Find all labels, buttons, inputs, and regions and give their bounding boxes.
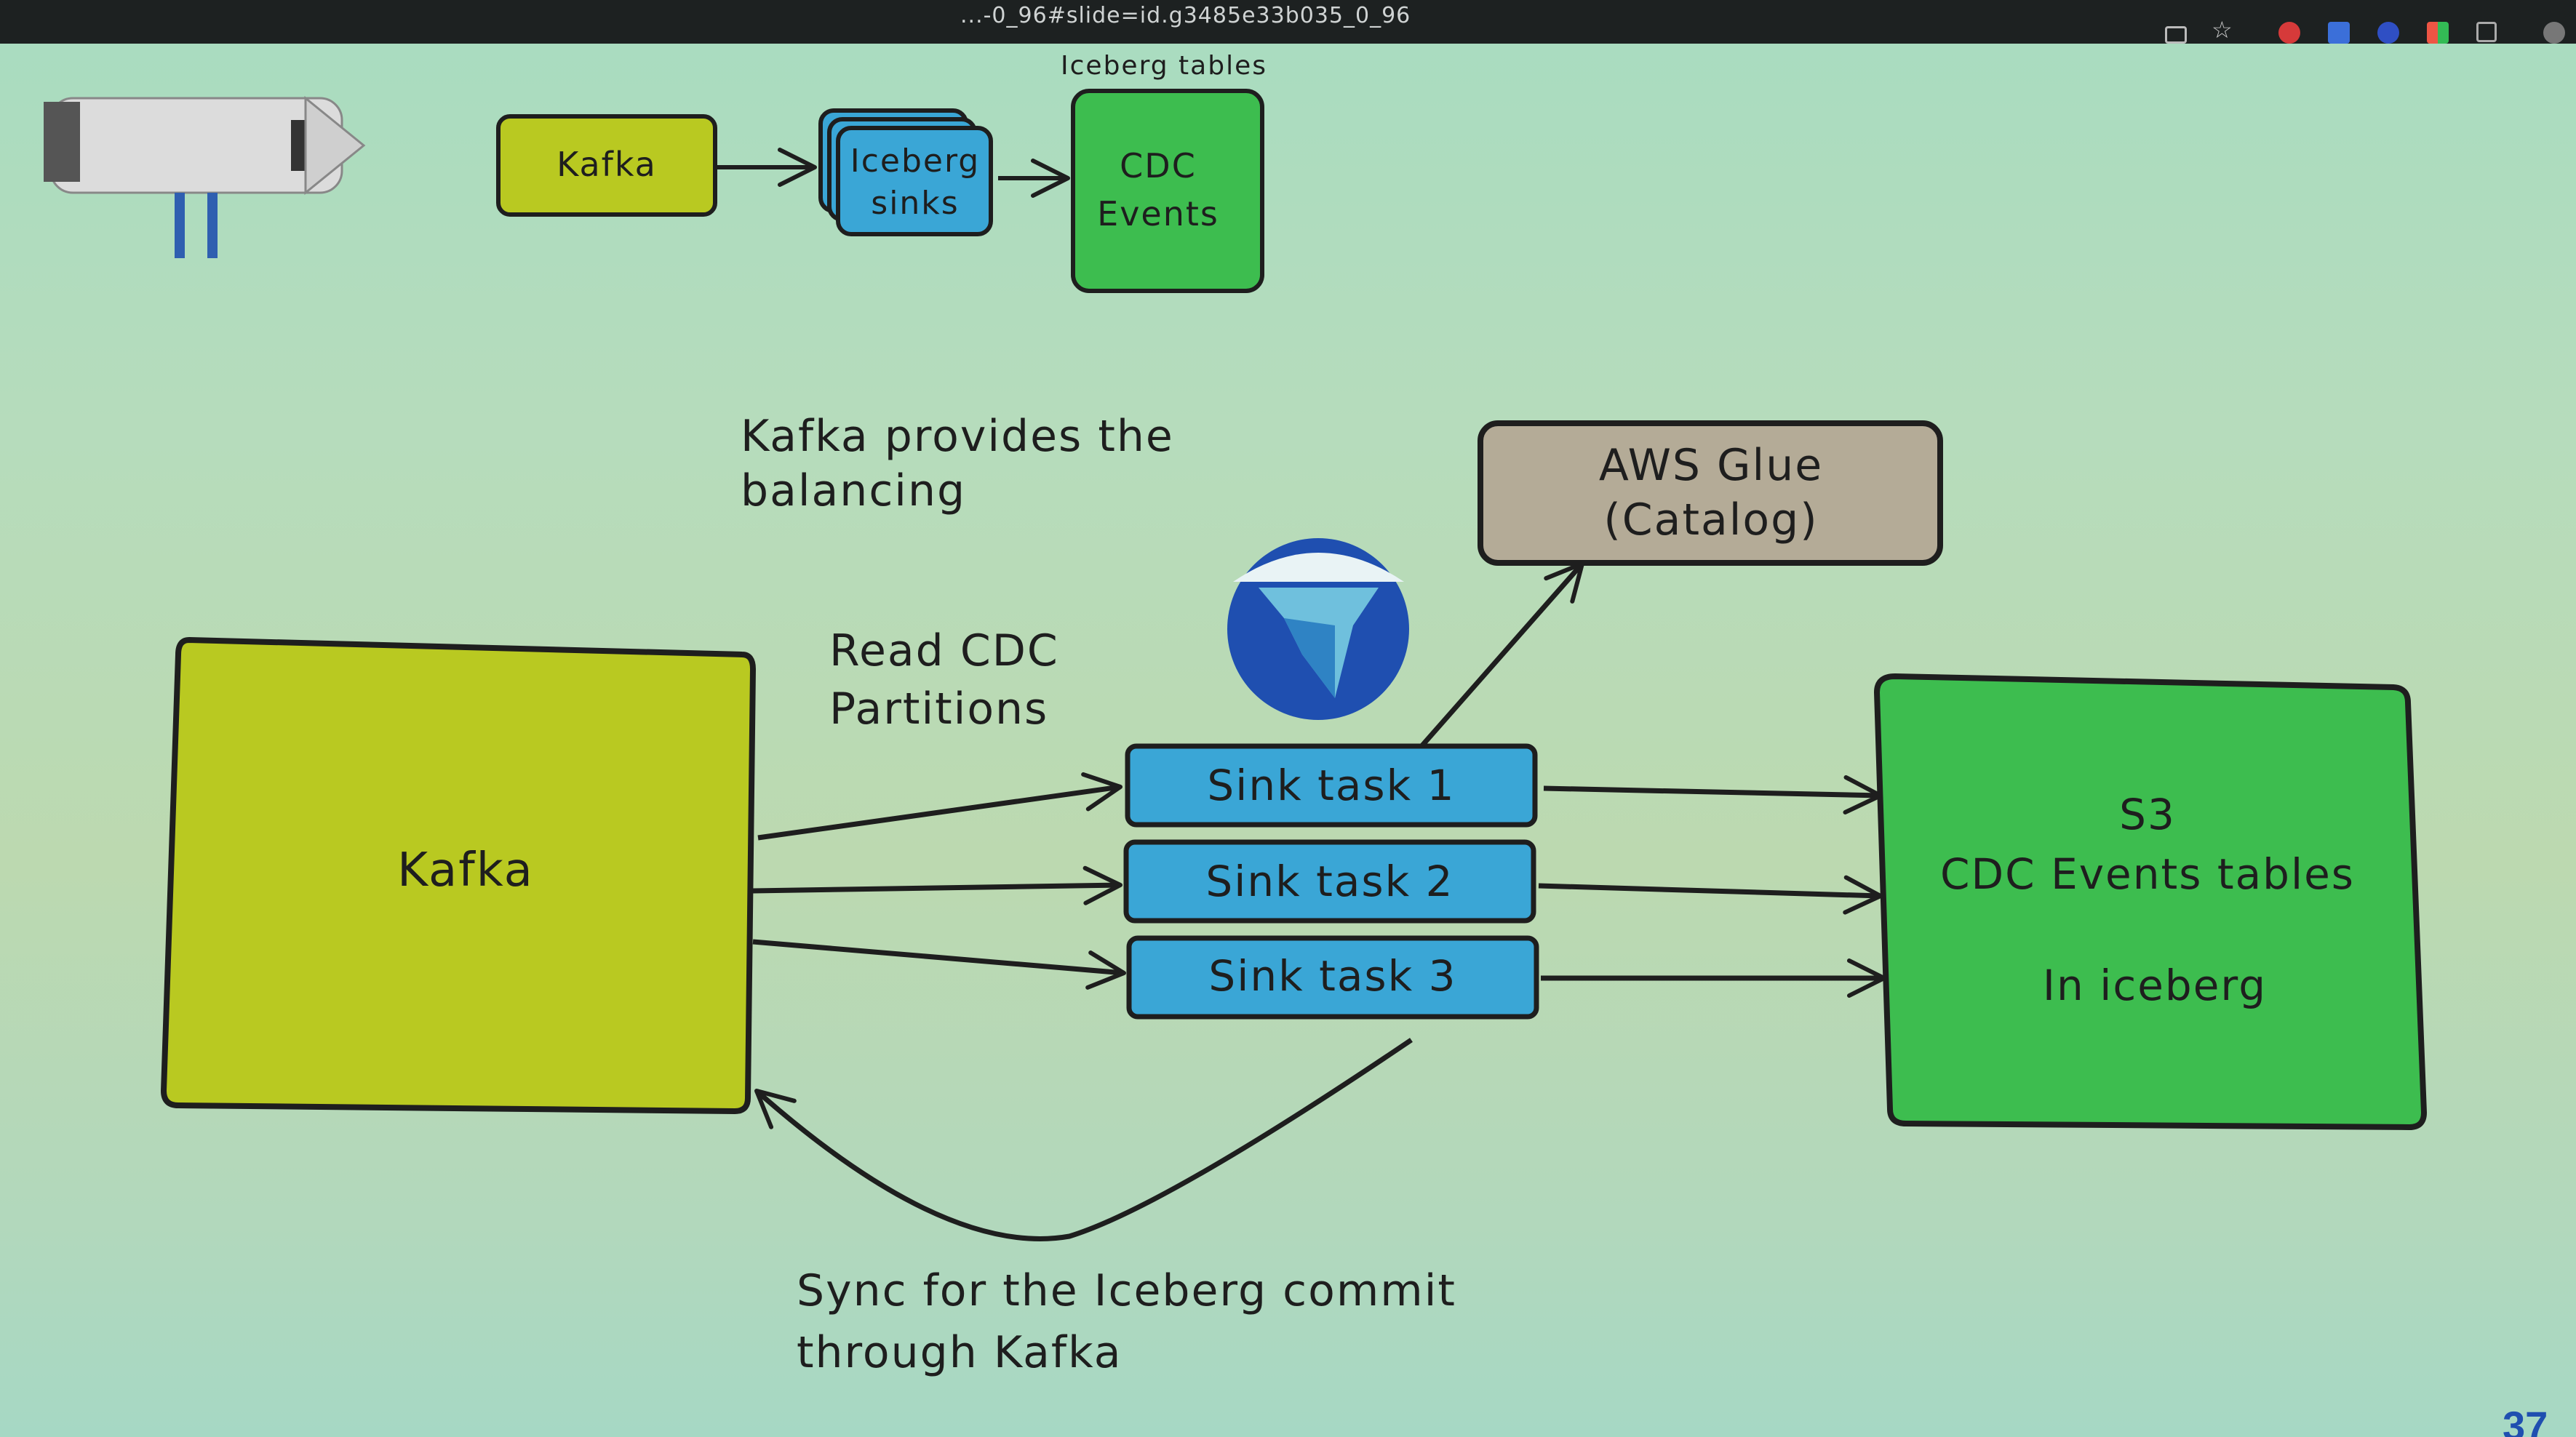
balancing-note-line1: Kafka provides the: [741, 411, 1174, 462]
sink-task-1-label: Sink task 1: [1207, 761, 1455, 810]
sink-task-2-box: [1123, 839, 1536, 924]
arrow-kafka-to-task1: [757, 772, 1122, 841]
cast-icon[interactable]: [2165, 26, 2187, 44]
cdc-label-line2: Events: [1097, 194, 1219, 233]
arrow-kafka-to-task3: [752, 939, 1126, 990]
sink-task-1-box: [1125, 743, 1538, 828]
glue-label-line1: AWS Glue: [1599, 440, 1823, 491]
iceberg-logo-icon: [1227, 538, 1409, 720]
extension-multicolor-icon[interactable]: [2427, 22, 2449, 44]
extension-blue-list-icon[interactable]: [2328, 22, 2350, 44]
arrow-kafka-to-task2: [752, 865, 1122, 905]
top-kafka-label: Kafka: [557, 145, 657, 184]
arrow-task1-to-s3: [1543, 774, 1883, 814]
arrow-task1-to-glue: [1420, 561, 1584, 748]
aws-glue-box: [1478, 420, 1943, 566]
top-kafka-box: [496, 114, 717, 217]
extension-red-icon[interactable]: [2278, 22, 2300, 44]
rocket-illustration: [44, 95, 366, 258]
balancing-note-line2: balancing: [741, 465, 966, 516]
iceberg-tables-caption: Iceberg tables: [1061, 51, 1267, 81]
read-cdc-line1: Read CDC: [829, 625, 1059, 676]
arrow-task2-to-s3: [1538, 875, 1883, 915]
sink-task-2-label: Sink task 2: [1205, 857, 1454, 906]
puzzle-icon[interactable]: [2476, 22, 2497, 42]
sinks-label-line1: Iceberg: [850, 143, 980, 180]
sync-note-line1: Sync for the Iceberg commit: [797, 1265, 1456, 1316]
kafka-box: [160, 636, 757, 1115]
glue-label-line2: (Catalog): [1603, 495, 1818, 545]
extension-blue-icon[interactable]: [2377, 22, 2399, 44]
s3-label-line1: S3: [2119, 790, 2176, 839]
read-cdc-line2: Partitions: [829, 684, 1048, 734]
kafka-label: Kafka: [397, 844, 534, 897]
top-cdc-events-box: [1071, 89, 1264, 293]
browser-top-bar: ...-0_96#slide=id.g3485e33b035_0_96 ☆: [0, 0, 2576, 44]
sync-note-line2: through Kafka: [797, 1327, 1122, 1378]
arrow-sync-to-kafka: [754, 1038, 1413, 1241]
s3-label-line3: In iceberg: [2043, 961, 2267, 1010]
s3-box: [1873, 673, 2428, 1131]
cdc-label-line1: CDC: [1120, 146, 1197, 185]
iceberg-sinks-stack: [818, 108, 993, 236]
sink-task-3-box: [1126, 935, 1539, 1020]
sinks-label-line2: sinks: [871, 185, 959, 222]
profile-icon[interactable]: [2543, 22, 2565, 44]
url-text[interactable]: ...-0_96#slide=id.g3485e33b035_0_96: [960, 3, 1411, 28]
s3-label-line2: CDC Events tables: [1940, 849, 2355, 899]
sink-task-3-label: Sink task 3: [1208, 951, 1456, 1001]
slide-number: 37: [2503, 1403, 2548, 1437]
